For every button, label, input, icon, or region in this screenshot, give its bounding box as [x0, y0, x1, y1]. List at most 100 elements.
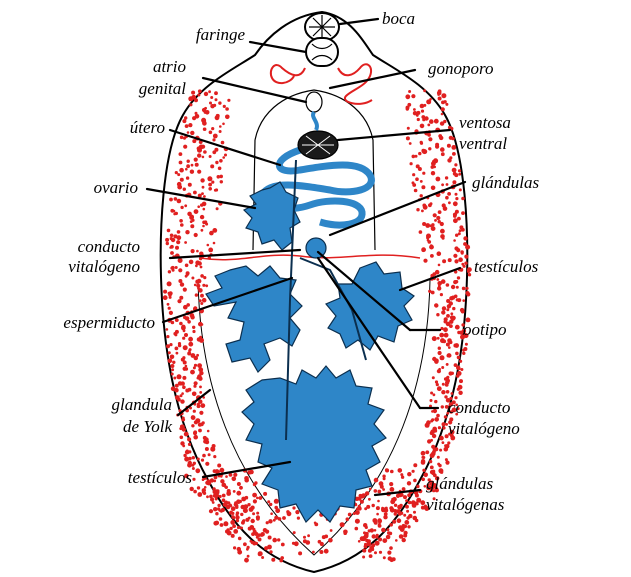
vitelline-bead	[224, 154, 227, 157]
vitelline-bead	[215, 188, 218, 191]
vitelline-bead	[407, 525, 410, 528]
vitelline-bead	[381, 507, 384, 510]
vitelline-bead	[163, 290, 167, 294]
vitelline-bead	[444, 444, 447, 447]
vitelline-bead	[199, 411, 203, 415]
vitelline-bead	[434, 417, 439, 422]
vitelline-bead	[190, 370, 195, 375]
vitelline-bead	[191, 164, 194, 167]
vitelline-bead	[451, 372, 454, 375]
vitelline-bead	[433, 213, 437, 217]
vitelline-bead	[340, 522, 345, 527]
vitelline-bead	[465, 343, 468, 346]
vitelline-bead	[168, 359, 173, 364]
vitelline-bead	[193, 490, 197, 494]
vitelline-bead	[431, 226, 436, 231]
vitelline-bead	[407, 481, 411, 485]
vitelline-bead	[199, 386, 202, 389]
vitelline-bead	[185, 230, 189, 234]
vitelline-bead	[209, 131, 213, 135]
vitelline-bead	[169, 296, 172, 299]
vitelline-bead	[233, 546, 236, 549]
vitelline-bead	[413, 516, 418, 521]
vitelline-bead	[166, 242, 169, 245]
vitelline-bead	[207, 176, 212, 181]
vitelline-bead	[191, 415, 196, 420]
vitelline-bead	[378, 521, 381, 524]
vitelline-bead	[213, 507, 217, 511]
vitelline-bead	[188, 342, 193, 347]
vitelline-bead	[461, 197, 465, 201]
vitelline-bead	[442, 259, 446, 263]
vitelline-bead	[374, 521, 378, 525]
vitelline-bead	[197, 404, 201, 408]
vitelline-bead	[430, 254, 434, 258]
vitelline-bead	[445, 383, 449, 387]
vitelline-bead	[358, 540, 361, 543]
vitelline-bead	[446, 363, 449, 366]
vitelline-bead	[180, 436, 184, 440]
vitelline-bead	[379, 551, 382, 554]
vitelline-bead	[458, 173, 461, 176]
vitelline-bead	[195, 264, 198, 267]
vitelline-bead	[355, 519, 360, 524]
vitelline-bead	[413, 479, 417, 483]
vitelline-bead	[432, 272, 436, 276]
vitelline-bead	[188, 337, 193, 342]
vitelline-bead	[217, 504, 220, 507]
vitelline-bead	[430, 399, 433, 402]
vitelline-bead	[203, 208, 206, 211]
vitelline-bead	[432, 376, 435, 379]
vitelline-bead	[213, 455, 216, 458]
vitelline-bead	[192, 330, 195, 333]
vitelline-bead	[453, 280, 457, 284]
leader-ventosa	[338, 130, 450, 140]
vitelline-bead	[274, 499, 279, 504]
vitelline-bead	[184, 432, 189, 437]
vitelline-bead	[363, 531, 366, 534]
vitelline-bead	[268, 519, 272, 523]
vitelline-bead	[270, 512, 273, 515]
vitelline-bead	[362, 538, 365, 541]
vitelline-bead	[223, 105, 226, 108]
vitelline-bead	[176, 240, 180, 244]
vitelline-bead	[202, 186, 205, 189]
vitelline-bead	[182, 337, 185, 340]
vitelline-bead	[382, 538, 387, 543]
vitelline-bead	[184, 204, 187, 207]
vitelline-bead	[403, 514, 406, 517]
vitelline-bead	[232, 524, 236, 528]
vitelline-bead	[171, 368, 174, 371]
vitelline-bead	[438, 426, 441, 429]
vitelline-bead	[396, 495, 399, 498]
vitelline-bead	[235, 515, 239, 519]
vitelline-bead	[198, 429, 202, 433]
vitelline-bead	[389, 482, 393, 486]
vitelline-bead	[438, 351, 442, 355]
vitelline-bead	[444, 415, 447, 418]
vitelline-bead	[312, 551, 315, 554]
vitelline-bead	[241, 521, 245, 525]
vitelline-bead	[374, 551, 377, 554]
vitelline-bead	[365, 526, 368, 529]
vitelline-bead	[194, 356, 198, 360]
vitelline-bead	[258, 538, 262, 542]
vitelline-bead	[434, 119, 439, 124]
vitelline-bead	[292, 542, 295, 545]
vitelline-bead	[421, 210, 424, 213]
vitelline-bead	[457, 276, 460, 279]
vitelline-bead	[428, 147, 431, 150]
vitelline-bead	[429, 460, 432, 463]
vitelline-bead	[416, 503, 419, 506]
vitelline-bead	[366, 505, 370, 509]
vitelline-bead	[420, 500, 425, 505]
vitelline-bead	[213, 494, 217, 498]
vitelline-bead	[406, 136, 410, 140]
label-glandula-1: glandula	[112, 395, 172, 414]
vitelline-bead	[205, 284, 208, 287]
vitelline-bead	[437, 91, 442, 96]
vitelline-bead	[219, 175, 223, 179]
vitelline-bead	[431, 171, 435, 175]
vitelline-bead	[455, 352, 459, 356]
vitelline-bead	[177, 199, 182, 204]
